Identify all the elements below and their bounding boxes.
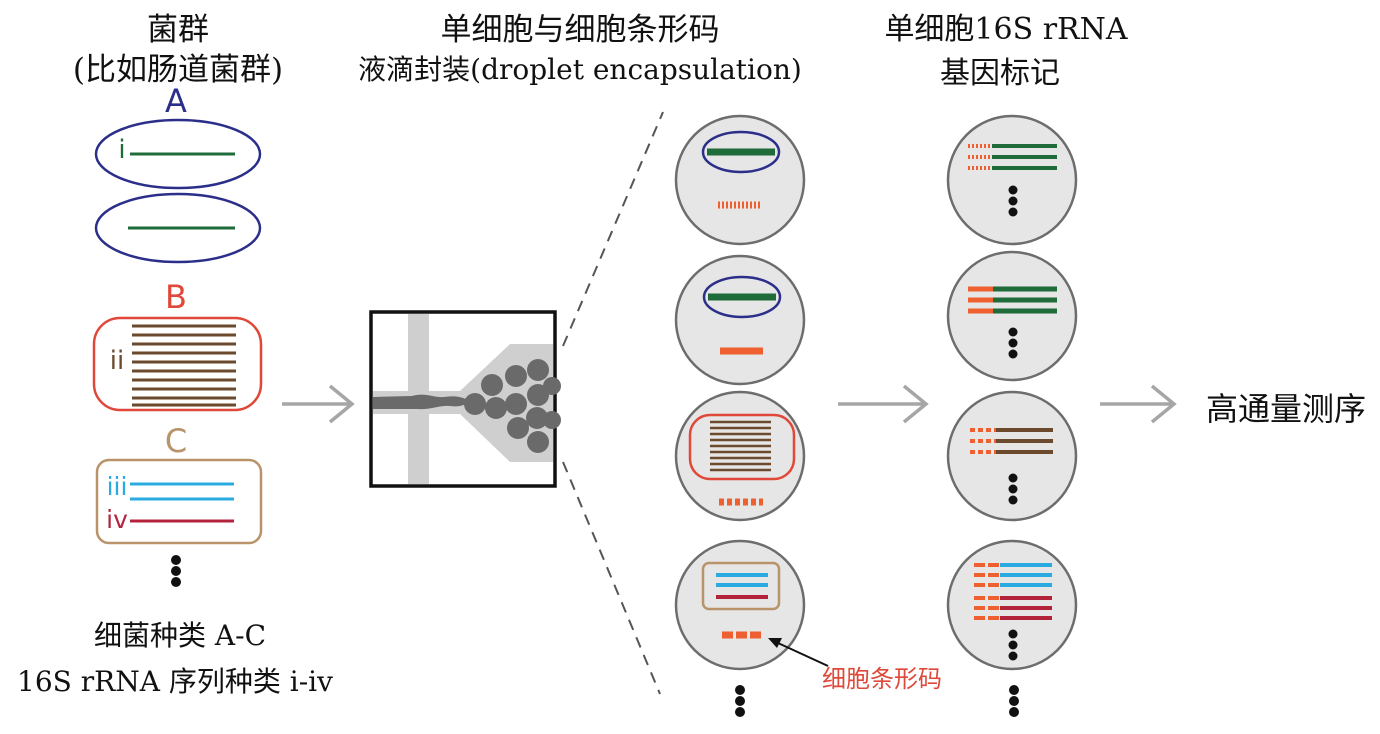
- zoom-guide-lines: [562, 111, 664, 695]
- species-b-cell: [92, 316, 263, 412]
- droplet-column-1-ellipsis: [735, 685, 745, 717]
- arrow-to-sequencing: [1100, 384, 1177, 424]
- gene-label-ii: ii: [109, 346, 125, 376]
- species-c-letter: C: [164, 422, 188, 460]
- species-a-cell-2: [94, 192, 262, 264]
- gene-label-iii: iii: [106, 472, 128, 501]
- community-heading-line2: (比如肠道菌群): [72, 52, 284, 88]
- barcode-callout-label: 细胞条形码: [822, 665, 942, 693]
- community-ellipsis-dots: [171, 555, 181, 587]
- tagged-droplet-2: [946, 250, 1078, 382]
- gene-label-iv: iv: [106, 505, 128, 534]
- droplet-column-2-ellipsis: [1009, 685, 1019, 717]
- species-b-letter: B: [165, 278, 187, 316]
- encapsulated-droplet-3: [674, 390, 806, 522]
- aqueous-stream: [373, 394, 468, 410]
- species-a-letter: A: [165, 82, 187, 120]
- arrow-to-encapsulation: [282, 384, 355, 424]
- tagged-droplet-1: [946, 114, 1078, 246]
- species-a-cells: [94, 118, 262, 264]
- community-heading-line1: 菌群: [147, 12, 209, 48]
- tagging-heading-line1: 单细胞16S rRNA: [884, 12, 1128, 47]
- encapsulated-droplet-2: [674, 254, 806, 386]
- tagging-heading-line2: 基因标记: [940, 56, 1060, 91]
- encapsulated-droplet-1: [674, 114, 806, 246]
- arrow-to-tagging: [838, 384, 929, 424]
- species-c-cell: [95, 458, 263, 545]
- encapsulation-heading-line2: 液滴封装(droplet encapsulation): [358, 53, 802, 86]
- footer-sequence-text: 16S rRNA 序列种类 i-iv: [17, 665, 333, 698]
- tagged-droplet-3: [946, 390, 1078, 522]
- species-b-cell-wall: [92, 316, 263, 412]
- tagged-droplet-4: [946, 539, 1078, 671]
- species-c-cell-wall: [95, 458, 263, 545]
- encapsulated-droplet-4: [674, 539, 806, 671]
- droplets-in-chamber: [464, 359, 561, 453]
- barcode-callout-arrow: [768, 638, 829, 667]
- species-a-cell-1: [94, 118, 262, 190]
- sequencing-output-label: 高通量测序: [1206, 390, 1367, 428]
- footer-species-text: 细菌种类 A-C: [93, 619, 266, 652]
- gene-label-i: i: [118, 135, 126, 165]
- microfluidic-device: [369, 310, 561, 488]
- encapsulation-heading-line1: 单细胞与细胞条形码: [440, 12, 720, 48]
- gene-ii-lines: [132, 324, 236, 407]
